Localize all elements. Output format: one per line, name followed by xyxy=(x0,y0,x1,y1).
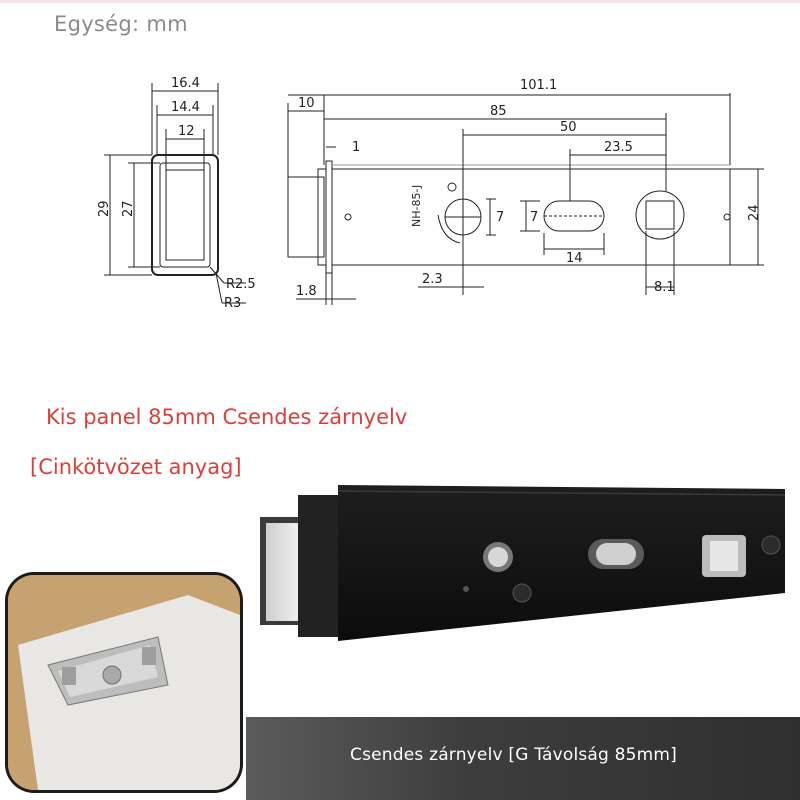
dim-outer-height: 29 xyxy=(97,200,112,217)
front-view xyxy=(287,93,764,305)
dim-thickness: 1 xyxy=(352,140,360,155)
caption-bar xyxy=(246,717,800,800)
dim-slot-width: 14 xyxy=(566,251,583,266)
dim-hole-offset: 2.3 xyxy=(422,272,443,287)
caption-text: Csendes zárnyelv [G Távolság 85mm] xyxy=(350,745,678,765)
material-label: [Cinkötvözet anyag] xyxy=(30,455,242,479)
radius-outer-label: R3 xyxy=(224,296,241,311)
dim-mid-width: 14.4 xyxy=(171,100,200,115)
dim-square: 8.1 xyxy=(654,280,675,295)
dim-plate-height: 24 xyxy=(747,204,762,221)
dim-backset: 85 xyxy=(490,104,507,119)
dim-outer-width: 16.4 xyxy=(171,76,200,91)
top-divider xyxy=(0,0,800,3)
dim-inner-width: 12 xyxy=(178,124,195,139)
radius-inner-label: R2.5 xyxy=(226,277,256,292)
dim-hole-spacing: 50 xyxy=(560,120,577,135)
dim-offset: 10 xyxy=(298,96,315,111)
product-photo xyxy=(260,485,786,641)
dim-inner-height: 27 xyxy=(121,200,136,217)
model-marking: NH-85-J xyxy=(410,185,423,227)
dim-plate-thickness: 1.8 xyxy=(296,284,317,299)
dim-hole-height: 7 xyxy=(496,210,504,225)
side-view xyxy=(104,83,246,304)
inset-photo xyxy=(8,575,240,790)
dim-slot-offset: 23.5 xyxy=(604,140,633,155)
dim-total: 101.1 xyxy=(520,78,557,93)
dim-slot-height: 7 xyxy=(530,210,538,225)
technical-drawing: 16.4 14.4 12 29 27 R2.5 R3 101.1 10 85 1… xyxy=(97,76,764,311)
product-title: Kis panel 85mm Csendes zárnyelv xyxy=(46,405,408,429)
unit-label: Egység: mm xyxy=(54,12,188,36)
